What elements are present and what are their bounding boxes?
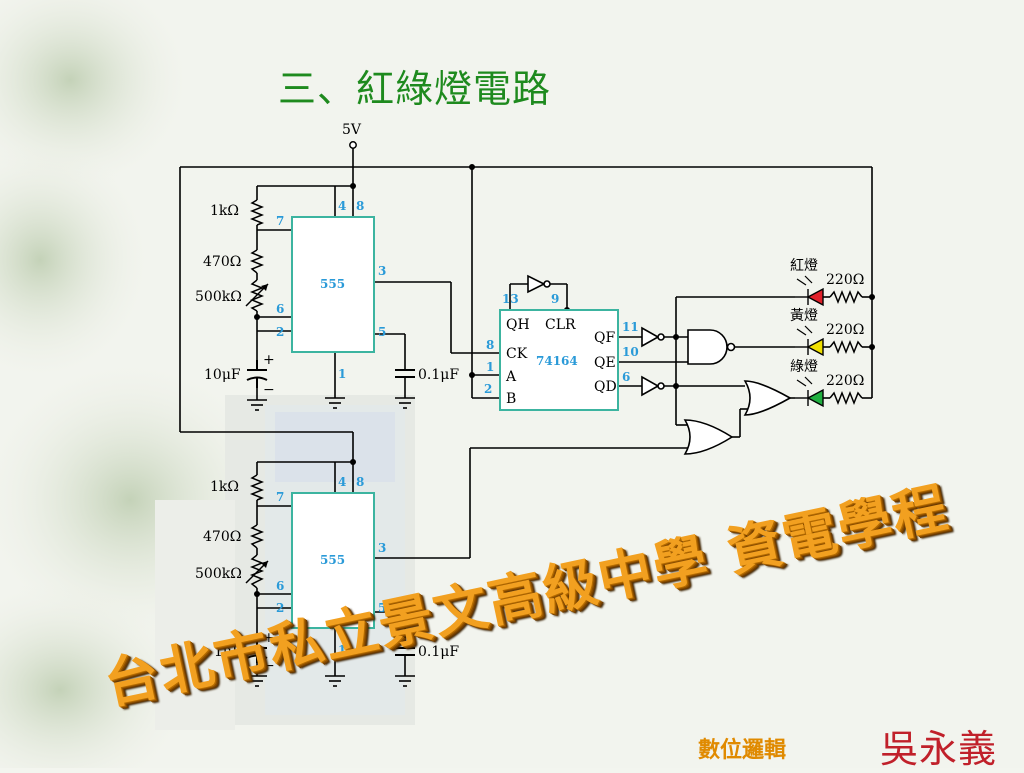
counter-qh-label: QH: [506, 317, 530, 333]
timer2-cap-plus: +: [263, 630, 275, 646]
counter-pin-9: 9: [551, 292, 559, 306]
counter-ck-label: CK: [506, 346, 528, 362]
counter-qf-label: QF: [594, 330, 615, 346]
counter-clr-label: CLR: [545, 317, 576, 333]
counter-chip: [499, 309, 619, 411]
supply-terminal: [349, 141, 357, 149]
supply-label: 5V: [342, 122, 362, 138]
timer1-pin-8: 8: [356, 199, 364, 213]
timer1-pin-2: 2: [276, 325, 284, 339]
red-led: [806, 287, 824, 307]
timer1-r1-label: 1kΩ: [210, 203, 239, 219]
counter-pin-8: 8: [486, 338, 494, 352]
timer2-cap-label: 1μF: [214, 644, 242, 660]
timer1-pin-1: 1: [338, 367, 346, 381]
timer1-cap-plus: +: [263, 352, 275, 368]
counter-pin-10: 10: [622, 345, 639, 359]
timer1-pin-6: 6: [276, 302, 284, 316]
timer1-cap-minus: −: [263, 382, 275, 398]
counter-pin-13: 13: [502, 292, 519, 306]
yellow-led: [806, 337, 824, 357]
counter-pin-1: 1: [486, 360, 494, 374]
timer2-chip-name: 555: [320, 553, 345, 567]
timer2-pin-8: 8: [356, 475, 364, 489]
or-gate-upper: [743, 380, 792, 416]
counter-qd-label: QD: [594, 379, 617, 395]
yellow-led-label: 黃燈: [790, 308, 818, 324]
timer1-r2-label: 470Ω: [203, 254, 241, 270]
counter-chip-name: 74164: [536, 354, 578, 368]
timer2-pin-3: 3: [378, 541, 386, 555]
nand-gate: [687, 329, 736, 365]
timer2-pin-1: 1: [338, 643, 346, 657]
timer2-pin-6: 6: [276, 579, 284, 593]
timer2-r2-label: 470Ω: [203, 529, 241, 545]
timer1-pin-3: 3: [378, 264, 386, 278]
author-signature: 吳永義: [880, 727, 998, 771]
timer2-pin-4: 4: [338, 475, 346, 489]
timer2-pin-5: 5: [378, 601, 386, 615]
timer2-cap-minus: −: [263, 658, 275, 674]
timer1-pin-7: 7: [276, 214, 284, 228]
timer2-chip: [291, 492, 375, 629]
subject-label: 數位邏輯: [698, 738, 787, 763]
timer1-pot-label: 500kΩ: [195, 289, 242, 305]
red-led-label: 紅燈: [790, 258, 818, 274]
timer1-pin-5: 5: [378, 325, 386, 339]
slide-title: 三、紅綠燈電路: [278, 67, 552, 111]
counter-b-label: B: [506, 391, 516, 407]
counter-pin-2: 2: [484, 382, 492, 396]
green-led: [806, 388, 824, 408]
counter-a-label: A: [505, 369, 517, 385]
timer2-pin-2: 2: [276, 601, 284, 615]
counter-pin-6: 6: [622, 370, 630, 384]
timer1-cap-label: 10μF: [204, 367, 241, 383]
yellow-led-resistor-label: 220Ω: [826, 322, 864, 338]
green-led-resistor-label: 220Ω: [826, 373, 864, 389]
green-led-label: 綠燈: [790, 359, 818, 375]
timer2-ctrl-cap-label: 0.1μF: [418, 644, 459, 660]
timer1-ctrl-cap-label: 0.1μF: [418, 367, 459, 383]
timer1-chip-name: 555: [320, 277, 345, 291]
timer1-pin-4: 4: [338, 199, 346, 213]
timer2-pot-label: 500kΩ: [195, 566, 242, 582]
counter-pin-11: 11: [622, 320, 639, 334]
red-led-resistor-label: 220Ω: [826, 272, 864, 288]
or-gate-lower: [683, 419, 734, 455]
timer1-chip: [291, 216, 375, 353]
timer2-r1-label: 1kΩ: [210, 479, 239, 495]
counter-qe-label: QE: [594, 355, 616, 371]
timer2-pin-7: 7: [276, 490, 284, 504]
